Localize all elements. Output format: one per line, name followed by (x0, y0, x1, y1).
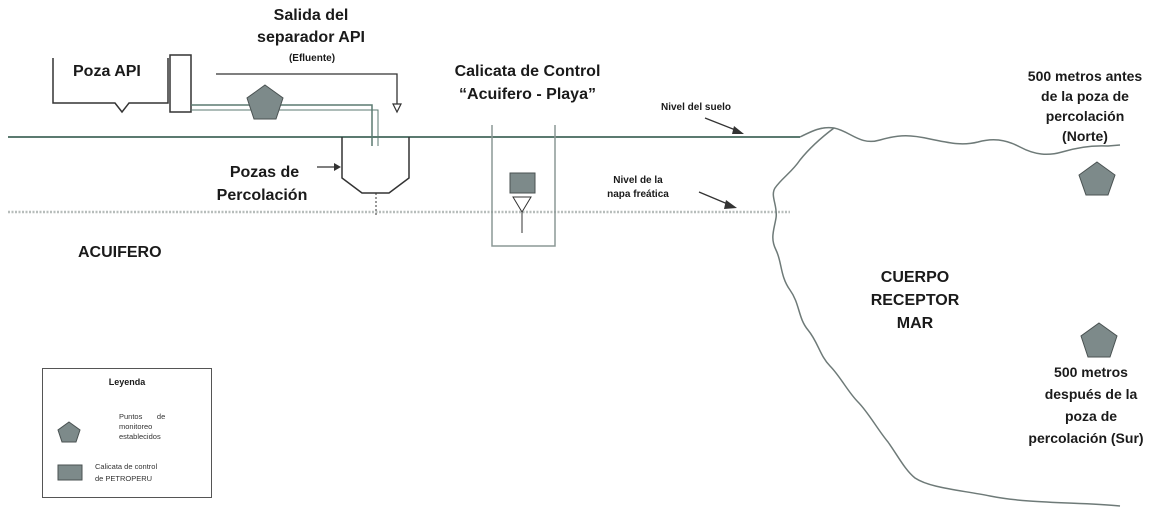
api-separator-chamber (169, 54, 192, 113)
coastline (772, 126, 1121, 507)
cuerpo-label-2: RECEPTOR (870, 292, 960, 309)
legend-item1-line3: establecidos (119, 432, 161, 441)
nivel-suelo-label: Nivel del suelo (661, 102, 732, 113)
sur-label-2: después de la (1044, 386, 1138, 402)
salida-arrowhead (392, 103, 402, 114)
poza-api-label: Poza API (73, 63, 141, 80)
legend-box: Leyenda Puntos de monitoreo establecidos… (42, 368, 212, 498)
calicata-control-icon (509, 172, 536, 194)
pozas-percolacion-tank (341, 137, 410, 194)
nivel-napa-arrowhead (724, 200, 737, 209)
effluent-pipe-inner (191, 109, 379, 146)
salida-label-2: separador API (257, 29, 365, 46)
norte-label-4: (Norte) (1062, 128, 1108, 144)
sur-label-3: poza de (1064, 408, 1118, 424)
monitoring-point-norte-icon (1078, 161, 1116, 196)
norte-label-1: 500 metros antes (1027, 68, 1143, 84)
monitoring-point-api-icon (246, 84, 284, 120)
nivel-suelo-arrowhead (732, 126, 744, 134)
salida-label-1: Salida del (273, 7, 349, 24)
salida-arrow (216, 73, 398, 106)
cuerpo-label-1: CUERPO (880, 269, 950, 286)
calicata-label-2: “Acuifero - Playa” (459, 86, 596, 103)
legend-item2-line2: de PETROPERU (95, 474, 153, 483)
legend-control-pit-icon (57, 464, 83, 481)
legend-monitoring-point-icon (57, 421, 81, 443)
nivel-napa-label-2: napa freática (607, 189, 669, 200)
legend-item1-line2: monitoreo (119, 422, 153, 431)
nivel-suelo-arrow-line (704, 117, 739, 132)
pozas-label-2: Percolación (216, 187, 308, 204)
calicata-pit (491, 125, 556, 247)
legend-title: Leyenda (108, 377, 146, 387)
acuifero-label: ACUIFERO (78, 244, 162, 261)
calicata-probe (512, 196, 532, 213)
nivel-napa-label-1: Nivel de la (613, 175, 663, 186)
sur-label-1: 500 metros (1054, 364, 1128, 380)
sur-label-4: percolación (Sur) (1028, 430, 1144, 446)
pozas-arrowhead (334, 163, 341, 171)
monitoring-point-sur-icon (1080, 322, 1118, 358)
nivel-napa-arrow-line (698, 191, 731, 206)
cuerpo-label-3: MAR (896, 315, 934, 332)
norte-label-2: de la poza de (1041, 88, 1129, 104)
effluent-pipe (191, 104, 373, 146)
poza-api-tank (52, 58, 169, 114)
pozas-label-1: Pozas de (229, 164, 300, 181)
legend-item2-line1: Calicata de control (95, 462, 158, 471)
calicata-label-1: Calicata de Control (454, 63, 601, 80)
salida-label-3: (Efluente) (288, 53, 336, 64)
norte-label-3: percolación (1045, 108, 1125, 124)
legend-item1-line1: Puntos de (119, 412, 166, 421)
